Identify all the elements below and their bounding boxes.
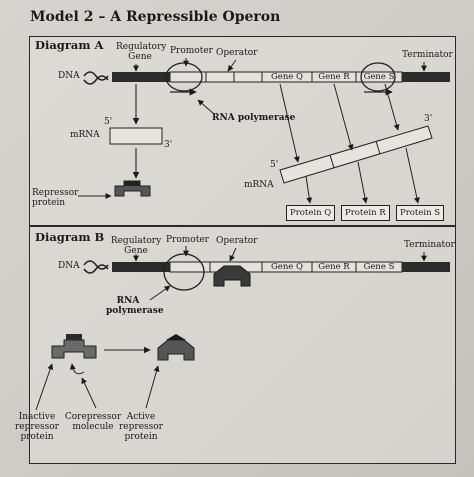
mrna-left-a [109, 127, 163, 145]
operator-region-a [205, 71, 235, 83]
gene-q-label-b: Gene Q [271, 262, 303, 272]
repressor-label-a: Repressor protein [32, 188, 79, 208]
dna-label-a: DNA [58, 71, 80, 81]
gene-r-label-a: Gene R [318, 72, 350, 82]
diagram-a-label: Diagram A [35, 38, 104, 52]
regulatory-gene-label-a: Regulatory Gene [116, 42, 167, 62]
rna-polymerase-label-a: RNA polymerase [212, 113, 296, 123]
bound-repressor-b [213, 265, 251, 287]
model-title: Model 2 – A Repressible Operon [30, 9, 281, 25]
gene-q-label-a: Gene Q [271, 72, 303, 82]
inactive-repressor-shape [51, 339, 97, 359]
three-prime-left-a: 3' [164, 140, 173, 150]
gene-s-label-b: Gene S [363, 262, 395, 272]
terminator-region-b [402, 262, 450, 272]
inactive-repressor-label: Inactive repressor protein [15, 412, 59, 442]
regulatory-gene-label-b: Regulatory Gene [110, 236, 162, 256]
promoter-region-a [169, 71, 207, 83]
regulatory-gene-b [112, 262, 170, 272]
protein-q-box: Protein Q [286, 205, 336, 221]
mrna-right-label-a: mRNA [244, 180, 274, 190]
five-prime-left-a: 5' [104, 117, 113, 127]
terminator-region-a [402, 72, 450, 82]
diagram-a-panel [29, 36, 456, 226]
operator-label-a: Operator [216, 48, 258, 58]
protein-r-box: Protein R [341, 205, 390, 221]
rna-polymerase-blob-a2 [360, 62, 396, 92]
protein-s-box: Protein S [396, 205, 445, 221]
mrna-left-label-a: mRNA [70, 130, 100, 140]
gene-r-label-b: Gene R [318, 262, 350, 272]
active-repressor-shape [157, 339, 195, 361]
mrna-strand-a [279, 125, 433, 184]
terminator-label-b: Terminator [404, 240, 455, 250]
rna-polymerase-label-b: RNA polymerase [106, 296, 164, 316]
promoter-label-b: Promoter [166, 235, 209, 245]
diagram-b-label: Diagram B [35, 230, 105, 244]
terminator-label-a: Terminator [402, 50, 453, 60]
five-prime-right-a: 5' [270, 160, 279, 170]
dna-label-b: DNA [58, 261, 80, 271]
corepressor-label: Corepressor molecule [64, 412, 122, 432]
three-prime-right-a: 3' [424, 114, 433, 124]
gene-s-label-a: Gene S [363, 72, 395, 82]
operator-label-b: Operator [216, 236, 258, 246]
active-repressor-label: Active repressor protein [119, 412, 163, 442]
corepressor-bound-shape [166, 334, 186, 340]
dna-strand-a [83, 71, 450, 85]
corepressor-molecule-arrow [69, 363, 85, 375]
promoter-label-a: Promoter [170, 46, 213, 56]
regulatory-gene-a [112, 72, 170, 82]
